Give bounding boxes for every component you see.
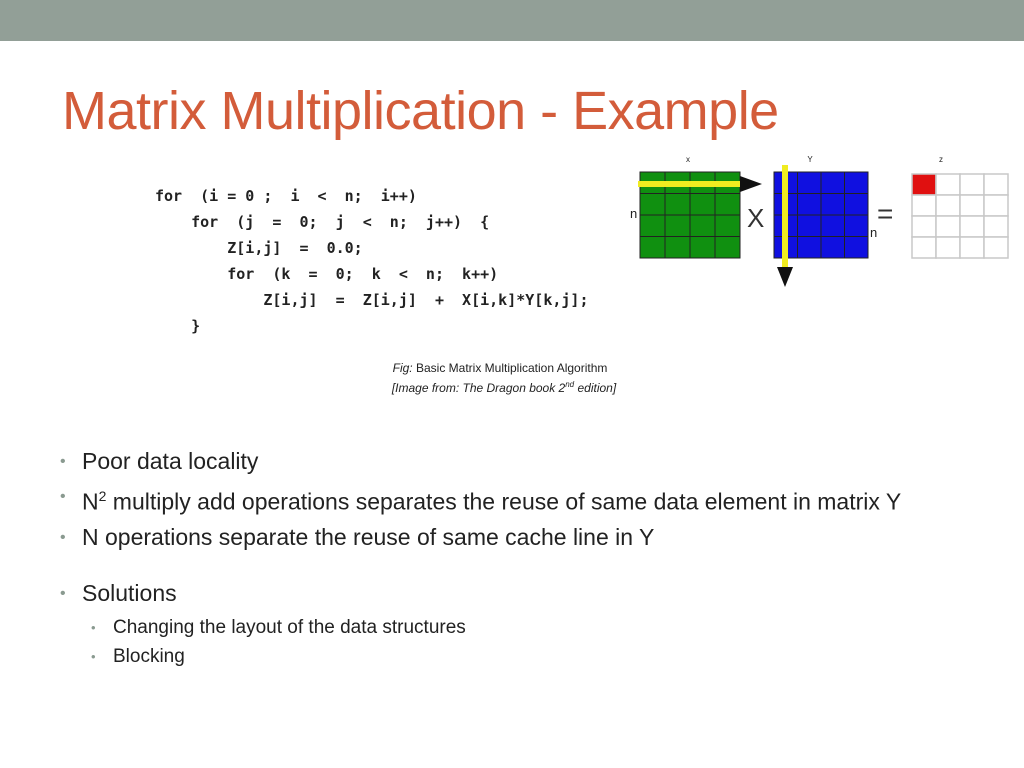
result-cell [959, 215, 985, 238]
fig-label: Fig: [392, 361, 413, 375]
bullet-text: multiply add operations separates the re… [106, 488, 902, 515]
code-line: Z[i,j] = 0.0; [155, 239, 363, 257]
code-line: for (j = 0; j < n; j++) { [155, 213, 490, 231]
result-cell [935, 173, 961, 196]
slide-title: Matrix Multiplication - Example [62, 81, 779, 141]
row-arrow-icon [740, 176, 762, 192]
result-cell [935, 236, 961, 259]
superscript: 2 [98, 488, 107, 504]
result-cell [959, 236, 985, 259]
bullet-list: Poor data locality N2 multiply add opera… [58, 448, 988, 673]
result-cell [935, 194, 961, 217]
matrix-y [773, 171, 869, 259]
result-cell [911, 215, 937, 238]
column-arrow-icon [777, 267, 793, 287]
source-superscript: nd [565, 380, 575, 389]
code-line: for (k = 0; k < n; k++) [155, 265, 499, 283]
code-block: for (i = 0 ; i < n; i++) for (j = 0; j <… [155, 183, 588, 339]
figure-source: [Image from: The Dragon book 2nd edition… [304, 380, 704, 395]
matrix-z-label: z [939, 155, 943, 164]
top-accent-bar [0, 0, 1024, 41]
matrix-x-label: x [686, 155, 690, 164]
column-highlight [782, 165, 788, 269]
result-cell [911, 236, 937, 259]
sub-bullet-item: Blocking [58, 644, 988, 669]
result-cell [983, 236, 1009, 259]
matrix-z [911, 173, 1009, 259]
bullet-text: N [82, 488, 99, 515]
result-cell [959, 194, 985, 217]
result-cell [911, 194, 937, 217]
source-text-end: edition] [574, 381, 617, 395]
result-cell [959, 173, 985, 196]
equals-sign: = [877, 198, 893, 229]
code-line: for (i = 0 ; i < n; i++) [155, 187, 417, 205]
code-line: } [155, 317, 201, 335]
multiply-sign: X [747, 203, 764, 233]
bullet-item: Poor data locality [58, 448, 988, 475]
result-cell [983, 173, 1009, 196]
source-text: [Image from: The Dragon book 2 [391, 381, 566, 395]
fig-caption-text: Basic Matrix Multiplication Algorithm [412, 361, 608, 375]
figure-caption: Fig: Basic Matrix Multiplication Algorit… [300, 361, 700, 375]
matrix-y-label: Y [807, 155, 813, 164]
result-cell [935, 215, 961, 238]
bullet-item: N operations separate the reuse of same … [58, 524, 988, 551]
result-cell-highlighted [911, 173, 937, 196]
row-highlight [638, 181, 740, 187]
result-cell [983, 215, 1009, 238]
result-cell [983, 194, 1009, 217]
n-label-right: n [870, 225, 877, 240]
bullet-item: N2 multiply add operations separates the… [58, 483, 988, 516]
n-label-left: n [630, 206, 637, 221]
matrix-figure: x Y z n X n = [630, 155, 1009, 287]
bullet-item: Solutions [58, 580, 988, 607]
code-line: Z[i,j] = Z[i,j] + X[i,k]*Y[k,j]; [155, 291, 589, 309]
sub-bullet-item: Changing the layout of the data structur… [58, 615, 988, 640]
